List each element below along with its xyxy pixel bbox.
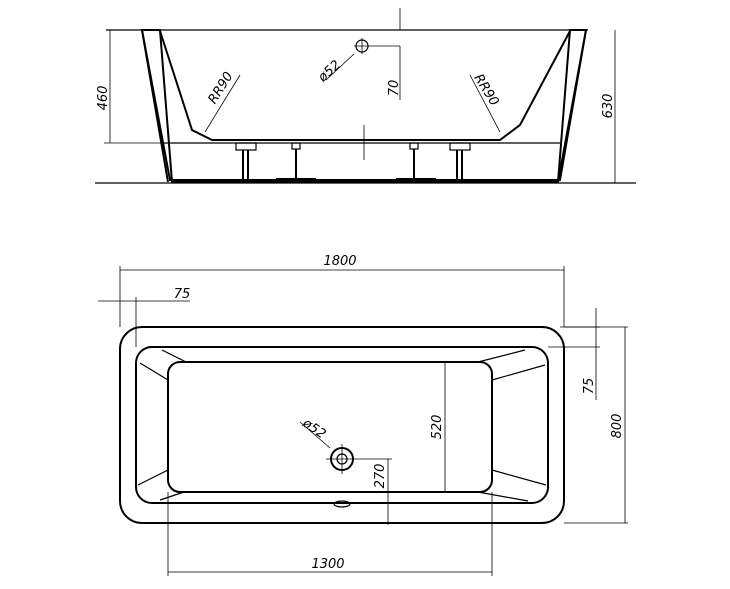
dim-630: 630	[601, 94, 616, 119]
overflow-marker	[333, 500, 351, 508]
tub-basin	[135, 346, 549, 504]
dim-1800: 1800	[323, 254, 356, 269]
dim-270: 270	[373, 464, 388, 489]
dim-460: 460	[96, 86, 111, 111]
dim-diameter-52-top: ø52	[299, 415, 328, 442]
tub-right-wall	[557, 29, 587, 183]
dim-1300: 1300	[311, 557, 344, 572]
side-view: 460 ø52 70 RR90 RR90 630	[95, 8, 636, 184]
tub-left-wall	[141, 29, 169, 183]
top-view: 1800 75 75 520 800 ø52 270 1300	[98, 254, 628, 576]
dim-75-left: 75	[174, 287, 191, 302]
tub-floor	[167, 361, 493, 493]
dim-520: 520	[430, 415, 445, 440]
dim-800: 800	[610, 414, 625, 439]
dim-75-right: 75	[582, 378, 597, 395]
dim-diameter-52-side: ø52	[315, 58, 344, 86]
dim-70: 70	[387, 80, 402, 97]
support-legs	[235, 142, 471, 183]
tub-outer-rim	[119, 326, 565, 524]
dim-rr90-right: RR90	[470, 71, 501, 108]
